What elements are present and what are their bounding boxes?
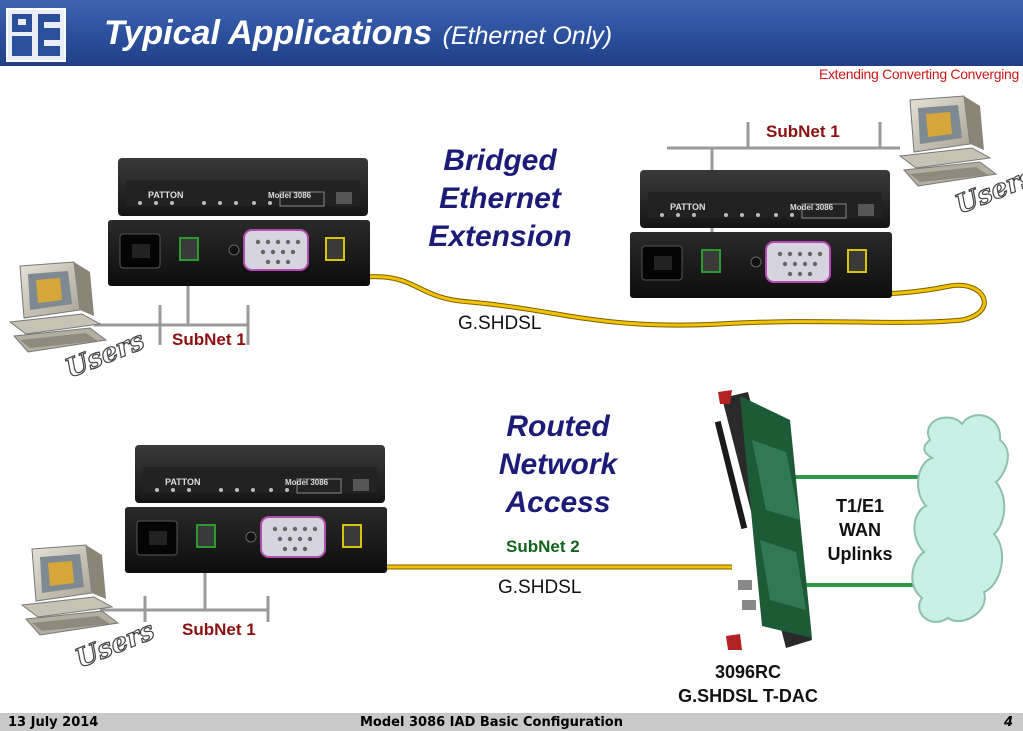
heading-routed-line1: Routed: [506, 410, 610, 443]
heading-routed-line2: Network: [498, 448, 618, 481]
wan-uplinks-label: T1/E1 WAN Uplinks: [812, 494, 908, 566]
cloud-icon: [911, 414, 1009, 623]
subnet-label-top-left: SubNet 1: [172, 330, 246, 349]
footer-title: Model 3086 IAD Basic Configuration: [360, 715, 623, 730]
gshdsl-label-bottom: G.SHDSL: [498, 577, 582, 598]
footer-page-number: 4: [1004, 715, 1014, 730]
computer-icon: [9, 261, 107, 353]
heading-routed: Routed Network Access: [470, 408, 646, 522]
heading-bridged-line2: Ethernet: [439, 182, 561, 215]
line-card-label: 3096RC G.SHDSL T-DAC: [660, 660, 836, 708]
subnet-label-bottom-left: SubNet 1: [182, 620, 256, 639]
footer-bar: [0, 713, 1023, 731]
heading-bridged-line1: Bridged: [443, 144, 557, 177]
card-line1: 3096RC: [714, 662, 782, 682]
heading-bridged: Bridged Ethernet Extension: [412, 142, 588, 256]
wan-line2: WAN: [839, 520, 881, 540]
wan-line3: Uplinks: [827, 544, 893, 564]
router-device-icon: PATTON Model 3086: [124, 444, 388, 574]
heading-bridged-line3: Extension: [428, 220, 572, 253]
footer-date: 13 July 2014: [8, 715, 99, 730]
router-brand-label: PATTON: [148, 190, 184, 200]
router-model-label: Model 3086: [790, 203, 834, 212]
computer-icon: [21, 544, 119, 636]
router-brand-label: PATTON: [670, 202, 706, 212]
title-subtitle: (Ethernet Only): [442, 22, 613, 50]
tagline: Extending Converting Converging: [818, 66, 1019, 82]
router-model-label: Model 3086: [268, 191, 312, 200]
gshdsl-label-top: G.SHDSL: [458, 313, 542, 334]
title-main: Typical Applications: [104, 14, 433, 52]
heading-routed-line3: Access: [505, 486, 611, 519]
subnet-label-link: SubNet 2: [506, 537, 580, 556]
page-title: Typical Applications (Ethernet Only): [104, 14, 612, 53]
computer-icon: [899, 95, 997, 187]
title-bar: Typical Applications (Ethernet Only): [0, 0, 1023, 66]
wan-line1: T1/E1: [835, 496, 885, 516]
router-device-icon: PATTON Model 3086: [629, 169, 893, 299]
subnet-label-top-right: SubNet 1: [766, 122, 840, 141]
router-model-label: Model 3086: [285, 478, 329, 487]
router-device-icon: PATTON Model 3086: [107, 157, 371, 287]
line-card-icon: [714, 390, 812, 650]
router-brand-label: PATTON: [165, 477, 201, 487]
pe-logo-icon: [6, 8, 66, 62]
card-line2: G.SHDSL T-DAC: [678, 686, 818, 706]
